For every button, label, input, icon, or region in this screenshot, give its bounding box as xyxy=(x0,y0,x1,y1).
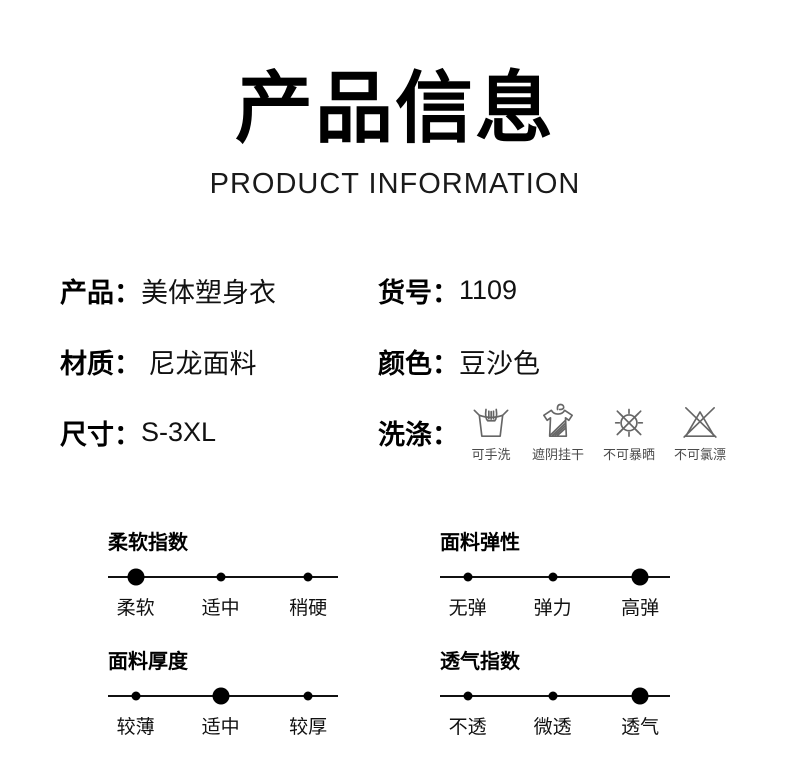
care-caption: 可手洗 xyxy=(471,447,511,463)
field-label-wash: 洗涤： xyxy=(378,420,459,451)
care-symbols: 可手洗 遮阴挂干 xyxy=(469,402,726,463)
scale-dot xyxy=(548,572,558,582)
field-label-item-no: 货号： xyxy=(378,278,459,309)
scale-option-label: 适中 xyxy=(201,598,240,620)
care-caption: 不可暴晒 xyxy=(603,447,656,463)
scale-track xyxy=(440,687,670,705)
care-caption: 遮阴挂干 xyxy=(532,447,585,463)
scale-thickness: 面料厚度 较薄 适中 较厚 xyxy=(108,645,340,739)
shade-hang-dry-icon xyxy=(543,403,573,438)
field-label-color: 颜色： xyxy=(378,349,459,380)
field-product: 产品： 美体塑身衣 xyxy=(60,255,378,326)
scale-title: 柔软指数 xyxy=(108,532,188,555)
page-title: 产品信息 xyxy=(234,64,555,152)
scale-option-label: 弹力 xyxy=(533,598,572,620)
field-item-no: 货号： 1109 xyxy=(378,255,790,326)
care-item-hand-wash: 可手洗 xyxy=(469,402,513,463)
scale-softness: 柔软指数 柔软 适中 稍硬 xyxy=(108,526,340,620)
scale-dot xyxy=(303,691,313,701)
field-value-product: 美体塑身衣 xyxy=(141,278,276,309)
scale-option-label: 高弹 xyxy=(621,598,660,620)
scale-dot xyxy=(631,687,649,705)
page-subtitle: PRODUCT INFORMATION xyxy=(209,168,581,201)
scale-option-label: 较厚 xyxy=(289,717,328,739)
scale-title: 面料弹性 xyxy=(440,532,520,555)
scale-breathability: 透气指数 不透 微透 透气 xyxy=(440,645,672,739)
scale-dot xyxy=(548,691,558,701)
field-size: 尺寸： S-3XL xyxy=(60,397,378,468)
scale-dot xyxy=(463,572,473,582)
field-label-product: 产品： xyxy=(60,278,141,309)
care-caption: 不可氯漂 xyxy=(674,447,727,463)
scale-option-label: 柔软 xyxy=(116,598,155,620)
scale-title: 透气指数 xyxy=(440,651,520,674)
field-color: 颜色： 豆沙色 xyxy=(378,326,790,397)
scale-option-label: 无弹 xyxy=(448,598,487,620)
scale-option-label: 适中 xyxy=(201,717,240,739)
scale-option-label: 不透 xyxy=(448,717,487,739)
scale-title: 面料厚度 xyxy=(108,651,188,674)
scale-dot xyxy=(212,687,230,705)
header: 产品信息 PRODUCT INFORMATION xyxy=(0,0,790,201)
field-value-material: 尼龙面料 xyxy=(141,349,257,380)
scale-dot xyxy=(303,572,313,582)
scale-track xyxy=(108,687,338,705)
scale-labels: 较薄 适中 较厚 xyxy=(108,712,338,739)
care-item-no-sun-exposure: 不可暴晒 xyxy=(603,402,655,463)
product-info-section: 产品： 美体塑身衣 货号： 1109 材质： 尼龙面料 颜色： 豆沙色 尺寸： … xyxy=(60,255,790,468)
scale-option-label: 稍硬 xyxy=(289,598,328,620)
field-label-material: 材质： xyxy=(60,349,141,380)
scale-track xyxy=(440,568,670,586)
field-value-color: 豆沙色 xyxy=(459,349,540,380)
no-chlorine-bleach-icon xyxy=(683,407,717,438)
field-value-size: S-3XL xyxy=(141,417,217,448)
scale-option-label: 透气 xyxy=(621,717,660,739)
scale-dot xyxy=(131,691,141,701)
field-wash: 洗涤： 可手洗 遮 xyxy=(378,397,790,468)
scale-option-label: 较薄 xyxy=(116,717,155,739)
scale-labels: 无弹 弹力 高弹 xyxy=(440,593,670,620)
rating-scales-section: 柔软指数 柔软 适中 稍硬 面料弹性 无弹 xyxy=(108,526,790,739)
care-item-shade-hang-dry: 遮阴挂干 xyxy=(532,402,584,463)
scale-dot xyxy=(463,691,473,701)
field-value-item-no: 1109 xyxy=(459,275,518,306)
care-item-no-chlorine-bleach: 不可氯漂 xyxy=(674,402,726,463)
scale-dot xyxy=(127,568,145,586)
scale-dot xyxy=(216,572,226,582)
field-label-size: 尺寸： xyxy=(60,420,141,451)
scale-dot xyxy=(631,568,649,586)
scale-elasticity: 面料弹性 无弹 弹力 高弹 xyxy=(440,526,672,620)
scale-track xyxy=(108,568,338,586)
scale-labels: 不透 微透 透气 xyxy=(440,712,670,739)
field-material: 材质： 尼龙面料 xyxy=(60,326,378,397)
scale-option-label: 微透 xyxy=(533,717,572,739)
scale-labels: 柔软 适中 稍硬 xyxy=(108,593,338,620)
no-sun-exposure-icon xyxy=(614,408,644,438)
hand-wash-icon xyxy=(473,408,509,438)
